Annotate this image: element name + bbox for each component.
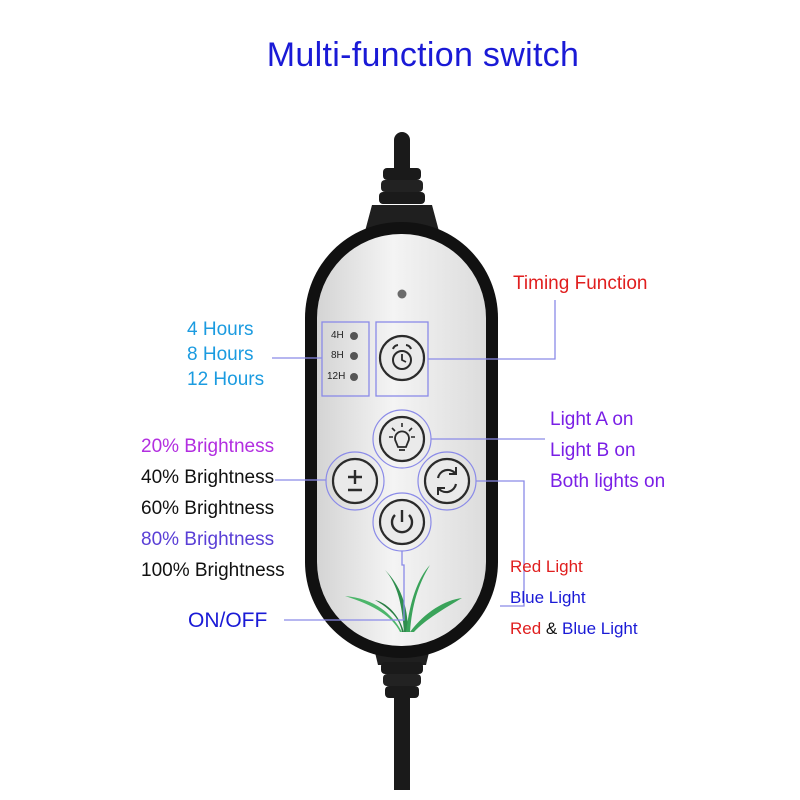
status-led [397, 289, 407, 299]
brightness-60: 60% Brightness [141, 498, 275, 519]
plus-minus-icon[interactable] [331, 457, 379, 505]
red-light-label: Red Light [510, 557, 583, 576]
hours-4: 4 Hours [187, 319, 254, 340]
hours-8: 8 Hours [187, 344, 254, 365]
cable-bottom [372, 640, 432, 790]
indicator-box [321, 321, 370, 397]
cycle-arrows-icon[interactable] [423, 457, 471, 505]
indicator-label-4h: 4H [331, 330, 344, 341]
blue-light-label: Blue Light [510, 588, 586, 607]
red-blue-light-label: Red & Blue Light [510, 620, 638, 637]
cable-top [364, 132, 440, 235]
brightness-40: 40% Brightness [141, 467, 275, 488]
light-b-on: Light B on [550, 440, 636, 461]
combo-blue: Blue Light [562, 619, 638, 638]
alarm-clock-icon[interactable] [378, 334, 426, 382]
combo-red: Red [510, 619, 542, 638]
on-off-label: ON/OFF [188, 609, 268, 632]
combo-amp: & [545, 619, 558, 638]
light-bulb-icon[interactable] [378, 415, 426, 463]
timing-function-label: Timing Function [513, 273, 648, 294]
brightness-20: 20% Brightness [141, 436, 275, 457]
light-a-on: Light A on [550, 409, 634, 430]
connector-lines [272, 300, 556, 621]
brightness-100: 100% Brightness [141, 560, 285, 581]
indicator-led-4h [350, 332, 358, 340]
indicator-led-8h [350, 352, 358, 360]
indicator-label-12h: 12H [327, 371, 346, 382]
page-title: Multi-function switch [266, 36, 580, 74]
indicator-led-12h [350, 373, 358, 381]
brightness-80: 80% Brightness [141, 529, 275, 550]
power-icon[interactable] [378, 498, 426, 546]
both-lights-on: Both lights on [550, 471, 666, 492]
hours-12: 12 Hours [187, 369, 265, 390]
indicator-label-8h: 8H [331, 350, 344, 361]
